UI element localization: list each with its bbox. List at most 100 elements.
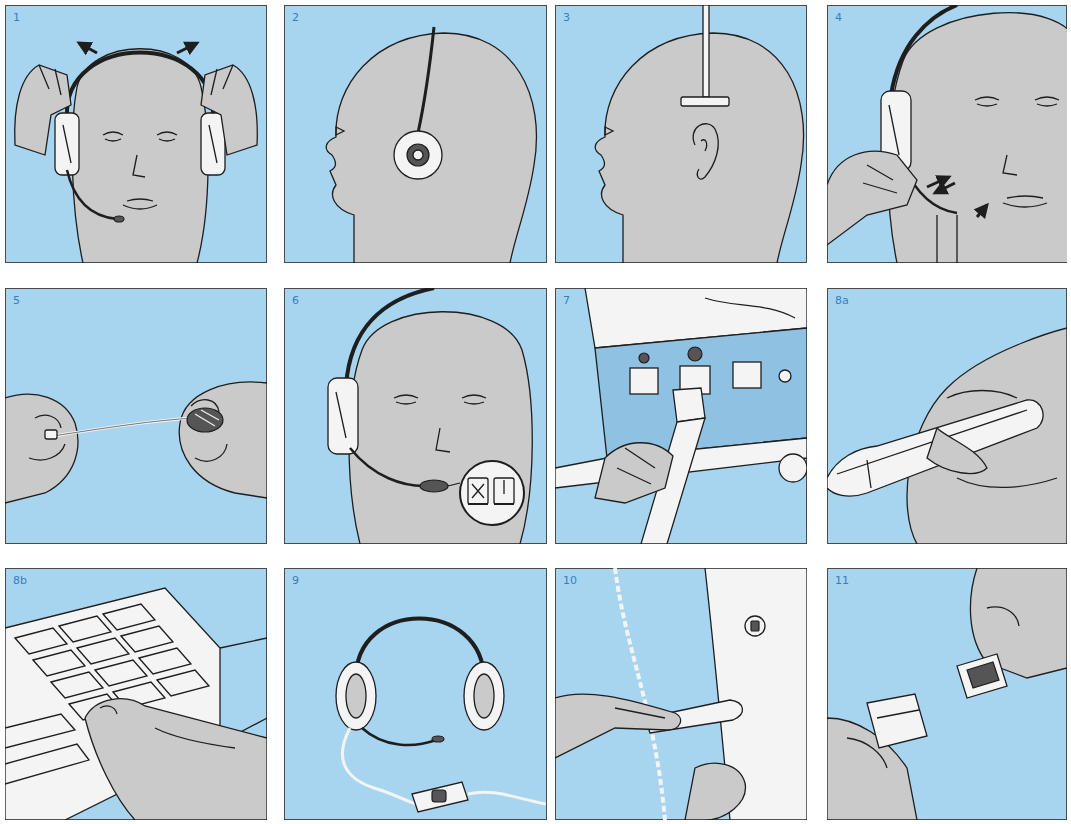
clothing-clip-part (615, 568, 665, 820)
cord-connectors-part (970, 568, 1067, 678)
cord-connectors-part (967, 662, 999, 688)
cord-connectors (827, 568, 1067, 820)
headset-cord-part (432, 790, 446, 802)
clothing-clip-part (555, 694, 681, 758)
keypad-press-part (5, 588, 220, 820)
head-headset-worn-part (460, 461, 524, 525)
head-mic-adjust-part (888, 13, 1067, 263)
step-number: 7 (563, 294, 570, 307)
head-headset-worn-part (468, 503, 514, 505)
hands-earbud (5, 382, 267, 503)
keypad-press-part-part (59, 616, 111, 642)
phone-socket-part (595, 443, 673, 503)
step-number: 8a (835, 294, 849, 307)
head-side-earpad-part (336, 127, 344, 135)
clothing-clip-part (685, 763, 745, 820)
head-headset-worn-part (336, 392, 346, 438)
head-side-ear-part (703, 5, 709, 97)
instruction-panel: 4 (827, 5, 1067, 263)
cord-connectors-part (957, 654, 1007, 698)
head-mic-adjust-part (891, 5, 957, 95)
headset-cord-part (342, 728, 416, 804)
keypad-press-part-part (5, 744, 89, 784)
head-front-fitting-part (79, 43, 97, 53)
instruction-panel: 2 (284, 5, 547, 263)
head-front-fitting-part (39, 65, 61, 95)
head-front-fitting-part (67, 53, 213, 118)
head-front-fitting-part (201, 113, 225, 175)
keypad-press-part-part (103, 604, 155, 630)
head-front-fitting-part (15, 65, 71, 155)
head-mic-adjust-part (889, 105, 899, 155)
keypad-press-part (100, 706, 235, 748)
clothing-clip-part (745, 616, 765, 636)
phone-socket-part (630, 368, 658, 394)
head-headset-worn-part (472, 480, 504, 498)
keypad-press-part (85, 699, 267, 820)
head-front-fitting-part (55, 113, 79, 175)
head-side-earpad-part (413, 150, 423, 160)
head-front-fitting (15, 43, 258, 263)
phone-socket-part (779, 370, 791, 382)
hands-earbud-part (179, 382, 267, 498)
step-number: 4 (835, 11, 842, 24)
step-number: 10 (563, 574, 577, 587)
headset-cord-part (362, 728, 436, 745)
head-mic-adjust-part (1003, 155, 1047, 207)
keypad-press-part-part (157, 670, 209, 696)
hand-base-unit (827, 328, 1067, 544)
step-number: 8b (13, 574, 27, 587)
keypad-press-part-part (15, 628, 67, 654)
hands-earbud-part (5, 394, 78, 503)
step-number: 3 (563, 11, 570, 24)
phone-socket-part (617, 448, 655, 484)
head-headset-worn-part (349, 312, 532, 544)
instruction-panel: 11 (827, 568, 1067, 820)
head-front-fitting-part (211, 65, 233, 95)
head-front-fitting-part (67, 170, 117, 219)
step-number: 1 (13, 11, 20, 24)
instruction-panel: 8b (5, 568, 267, 820)
instruction-panel: 6 (284, 288, 547, 544)
head-side-ear-part (693, 124, 718, 179)
keypad-press-part (5, 604, 209, 784)
phone-socket-part (555, 438, 807, 488)
head-headset-worn-part (394, 395, 486, 404)
phone-socket-part (639, 353, 649, 363)
head-side-ear (595, 5, 803, 263)
head-mic-adjust-part (935, 183, 955, 193)
head-headset-worn-part (346, 288, 434, 386)
step-number: 6 (292, 294, 299, 307)
phone-socket-part (688, 347, 702, 361)
head-mic-adjust-part (937, 215, 957, 263)
hand-base-unit-part (827, 400, 1043, 496)
keypad-press-part-part (51, 672, 103, 698)
head-headset-worn-part (420, 480, 448, 492)
instruction-panel: 1 (5, 5, 267, 263)
headset-cord-part (336, 662, 376, 730)
hand-base-unit-part (927, 428, 987, 473)
cord-connectors-part (847, 738, 887, 768)
instruction-panel: 10 (555, 568, 807, 820)
head-headset-worn-part (328, 378, 358, 454)
hands-earbud-part (53, 418, 195, 436)
head-front-fitting-part (201, 65, 257, 155)
head-side-ear-part (681, 97, 729, 106)
headset-cord-part (412, 782, 468, 812)
head-side-earpad (326, 27, 536, 263)
head-headset-worn (328, 288, 532, 544)
instruction-panel: 5 (5, 288, 267, 544)
clothing-clip-part (705, 568, 807, 820)
head-mic-adjust-part (977, 205, 987, 217)
head-front-fitting-part (123, 155, 157, 209)
instruction-panel: 8a (827, 288, 1067, 544)
head-front-fitting-part (177, 43, 197, 53)
head-headset-worn-part (468, 478, 488, 504)
hand-base-unit-part (947, 391, 1057, 488)
step-number: 2 (292, 11, 299, 24)
hand-base-unit-part (907, 328, 1067, 544)
hands-earbud-part (53, 418, 195, 436)
head-side-earpad-part (326, 33, 536, 263)
hand-base-unit-part (837, 410, 1027, 488)
